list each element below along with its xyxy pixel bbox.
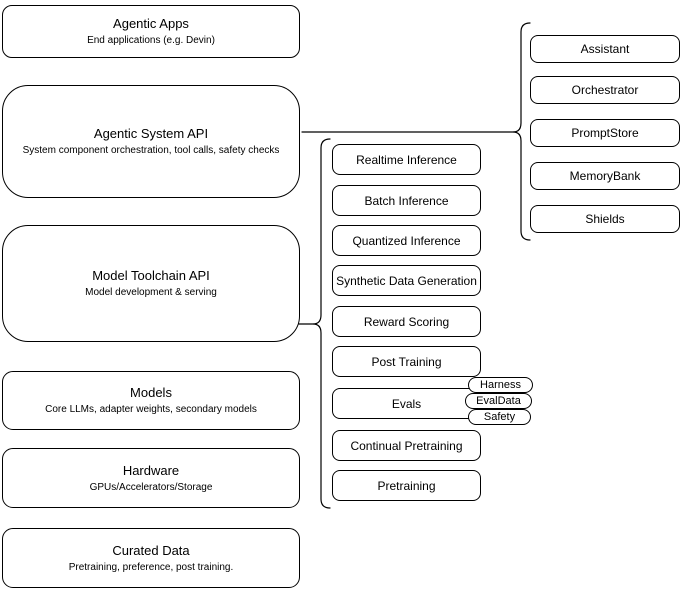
node-subtitle: Pretraining, preference, post training. — [68, 561, 234, 573]
node-label: Synthetic Data Generation — [336, 273, 477, 288]
node-label: Reward Scoring — [363, 314, 450, 329]
node-label: Pretraining — [377, 478, 436, 493]
node-agentic-apps: Agentic Apps End applications (e.g. Devi… — [2, 5, 300, 58]
node-promptstore: PromptStore — [530, 119, 680, 147]
node-evals: Evals — [332, 388, 481, 419]
node-subtitle: System component orchestration, tool cal… — [22, 145, 280, 156]
node-title: Hardware — [122, 462, 180, 478]
tag-label: Harness — [480, 378, 521, 391]
node-shields: Shields — [530, 205, 680, 233]
tag-label: EvalData — [476, 394, 521, 407]
node-memorybank: MemoryBank — [530, 162, 680, 190]
node-orchestrator: Orchestrator — [530, 76, 680, 104]
node-title: Curated Data — [112, 542, 190, 558]
node-label: PromptStore — [571, 126, 639, 140]
node-continual-pretraining: Continual Pretraining — [332, 430, 481, 461]
node-label: Quantized Inference — [352, 233, 461, 248]
node-models: Models Core LLMs, adapter weights, secon… — [2, 371, 300, 430]
node-synthetic-data-generation: Synthetic Data Generation — [332, 265, 481, 296]
tag-safety: Safety — [468, 409, 531, 425]
node-realtime-inference: Realtime Inference — [332, 144, 481, 175]
middle-column-bracket — [312, 138, 331, 509]
node-label: MemoryBank — [569, 169, 641, 183]
node-curated-data: Curated Data Pretraining, preference, po… — [2, 528, 300, 588]
node-title: Agentic System API — [93, 126, 209, 141]
tag-harness: Harness — [468, 377, 533, 393]
node-agentic-system-api: Agentic System API System component orch… — [2, 85, 300, 198]
right-column-bracket — [512, 22, 531, 241]
node-label: Continual Pretraining — [350, 438, 463, 453]
node-subtitle: End applications (e.g. Devin) — [87, 35, 215, 46]
node-pretraining: Pretraining — [332, 470, 481, 501]
node-batch-inference: Batch Inference — [332, 185, 481, 216]
node-hardware: Hardware GPUs/Accelerators/Storage — [2, 448, 300, 508]
node-label: Assistant — [580, 42, 630, 56]
node-label: Realtime Inference — [356, 152, 457, 167]
node-label: Batch Inference — [364, 193, 449, 208]
node-label: Evals — [391, 396, 422, 411]
node-label: Orchestrator — [571, 83, 639, 97]
node-post-training: Post Training — [332, 346, 481, 377]
node-label: Shields — [585, 212, 625, 226]
node-quantized-inference: Quantized Inference — [332, 225, 481, 256]
node-reward-scoring: Reward Scoring — [332, 306, 481, 337]
node-title: Model Toolchain API — [92, 268, 210, 283]
node-subtitle: Core LLMs, adapter weights, secondary mo… — [45, 404, 257, 415]
node-subtitle: Model development & serving — [85, 287, 217, 298]
node-title: Models — [130, 385, 172, 400]
node-assistant: Assistant — [530, 35, 680, 63]
node-model-toolchain-api: Model Toolchain API Model development & … — [2, 225, 300, 342]
tag-label: Safety — [483, 410, 516, 423]
node-title: Agentic Apps — [113, 16, 189, 31]
node-label: Post Training — [371, 354, 442, 369]
node-subtitle: GPUs/Accelerators/Storage — [89, 481, 213, 493]
tag-evaldata: EvalData — [465, 393, 532, 409]
